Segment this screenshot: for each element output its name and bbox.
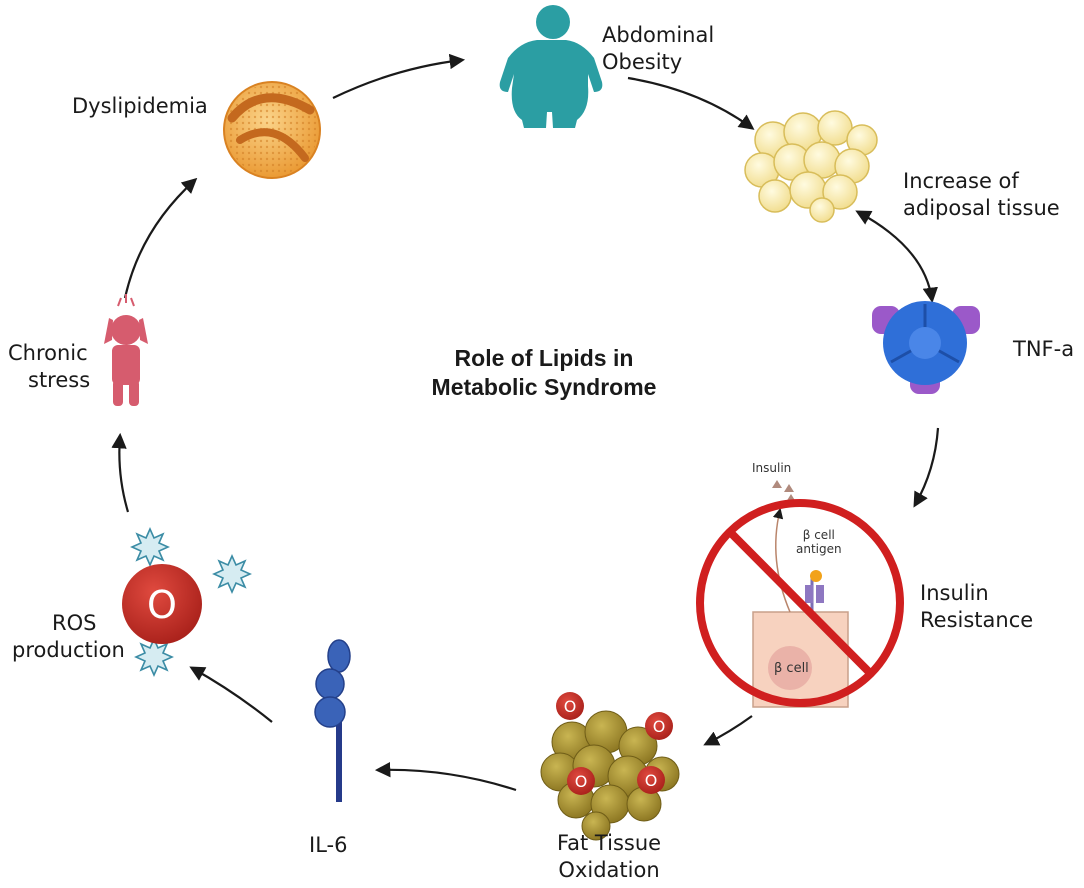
arrow-ros-to-stress [111,432,130,513]
svg-text:O: O [575,772,588,791]
prohibited-beta-cell-icon [696,480,904,708]
label-beta-antigen: β cell antigen [796,528,842,556]
cycle-arrows [111,53,940,792]
diagram-title: Role of Lipids in Metabolic Syndrome [384,344,704,402]
ros-molecule-icon: O [122,527,252,677]
ros-spike-1 [130,527,170,567]
title-line-1: Role of Lipids in [454,345,634,371]
person-obese-icon [499,5,603,128]
label-abdominal-obesity: Abdominal Obesity [602,23,715,74]
arrow-dyslipidemia-to-obesity [332,53,466,99]
arrow-tnf-to-insulin [913,427,940,508]
arrow-stress-to-dyslipidemia [123,177,198,299]
title-line-2: Metabolic Syndrome [431,374,657,400]
oxidation-markers: O O O O [556,692,673,795]
tnf-trimer-icon [872,301,980,394]
label-il6: IL-6 [309,833,348,857]
label-fat-oxidation: Fat Tissue Oxidation [557,831,662,882]
label-dyslipidemia: Dyslipidemia [72,94,208,118]
label-adipose-tissue: Increase of adiposal tissue [903,169,1060,220]
arrow-il6-to-ros [189,666,273,723]
label-ros-production: ROS production [12,611,125,662]
label-insulin-small: Insulin [752,461,792,475]
beta-cell-nucleus [768,646,812,690]
lipoprotein-icon [223,81,321,179]
arrow-fat-to-il6 [374,761,517,792]
svg-text:O: O [147,583,177,627]
il6-receptor-icon [314,639,351,802]
insulin-release-arrow [772,507,791,613]
arrow-insulin-to-fat [703,715,753,746]
svg-text:O: O [653,717,666,736]
arrow-adipose-tnf-bidirectional [855,210,938,304]
ros-spike-2 [212,554,252,594]
arrow-obesity-to-adipose [627,76,755,130]
svg-text:O: O [645,771,658,790]
label-chronic-stress: Chronic stress [8,341,91,392]
ros-spike-3 [134,637,174,677]
label-beta-cell: β cell [774,661,809,676]
label-tnf-a: TNF-a [1013,337,1075,361]
adipocyte-cluster-icon [744,110,878,223]
label-insulin-resistance: Insulin Resistance [920,581,1034,632]
stressed-person-icon [104,294,148,406]
oxidized-fat-icon: O O O O [540,692,680,841]
svg-text:O: O [564,697,577,716]
